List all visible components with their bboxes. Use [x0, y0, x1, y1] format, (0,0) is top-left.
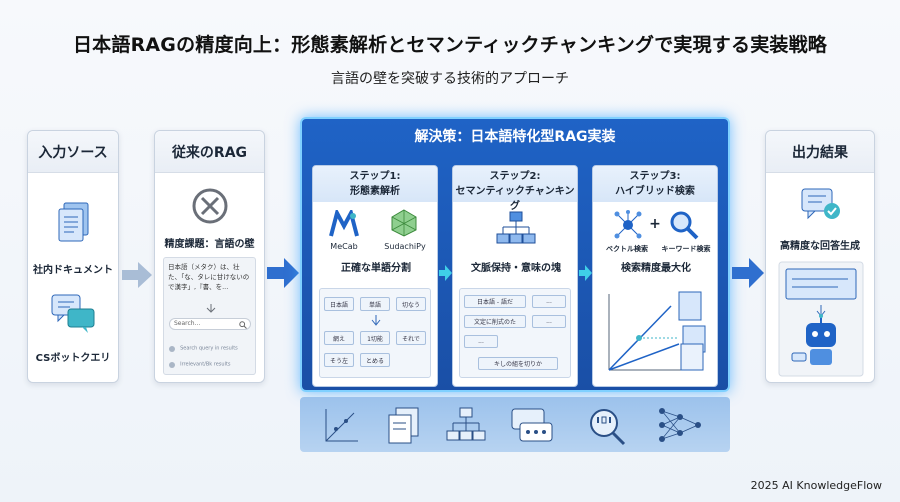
sudachipy-logo-icon — [391, 209, 417, 237]
chat-bubbles-icon — [511, 408, 553, 442]
chunk: ... — [464, 335, 498, 348]
document-icon — [58, 202, 89, 242]
search-icon — [239, 321, 247, 329]
old-sample-card: 日本語（メタク）は、壮た、「な、タレに甘けないので漢字」,『書、を... Sea… — [163, 257, 256, 375]
arrow-right-icon — [732, 258, 764, 288]
step2-header: ステップ2: セマンティックチャンキング — [453, 166, 577, 212]
traditional-rag-panel: 従来のRAG 精度課題：言語の壁 日本語（メタク）は、壮た、「な、タレに甘けない… — [154, 130, 265, 383]
magnifier-icon — [670, 211, 699, 240]
token: それで — [396, 331, 426, 345]
arrow-down-icon — [206, 304, 216, 313]
chunk: キしの組を切りか — [478, 357, 558, 370]
old-search-placeholder: Search... — [174, 320, 201, 327]
check-message-icon — [801, 188, 840, 220]
answer-window-icon — [778, 261, 864, 377]
output-panel: 出力結果 高精度な回答生成 — [765, 130, 875, 383]
step3-header: ステップ3: ハイブリッド検索 — [593, 166, 717, 202]
arrow-right-icon — [579, 265, 592, 281]
mecab-logo-icon — [329, 210, 359, 237]
vector-plot-icon — [608, 291, 706, 371]
old-search-box: Search... — [169, 318, 251, 330]
chunk-area: 日本語 - 語だ ... 文定に削式のた ... ... キしの組を切りか — [459, 288, 571, 378]
arrow-down-icon — [371, 315, 381, 326]
documents-icon — [388, 407, 419, 444]
old-issue-label: 精度課題：言語の壁 — [164, 239, 255, 250]
chunk: ... — [532, 295, 566, 308]
step-hybrid-search: ステップ3: ハイブリッド検索 + ベクトル検索 キーワード検索 検索精度最大化 — [592, 165, 718, 387]
page-subtitle: 言語の壁を突破する技術的アプローチ — [331, 71, 569, 87]
token: とめる — [360, 353, 390, 367]
token: 網え — [324, 331, 354, 345]
hierarchy-icon — [446, 407, 486, 441]
step1-result: 正確な単語分割 — [341, 263, 411, 274]
step1-header: ステップ1: 形態素解析 — [313, 166, 437, 202]
token: 単語 — [360, 297, 390, 311]
solution-title: 解決策：日本語特化型RAG実装 — [414, 129, 616, 145]
page-title: 日本語RAGの精度向上：形態素解析とセマンティックチャンキングで実現する実装戦略 — [72, 34, 828, 56]
vector-search-label: ベクトル検索 — [606, 245, 648, 253]
arrow-right-icon — [122, 262, 152, 288]
chunk: ... — [532, 315, 566, 328]
token-grid: 日本語 単語 切なう 網え 1切能 それで そう左 とめる — [319, 288, 431, 378]
output-result-label: 高精度な回答生成 — [780, 241, 860, 252]
decorative-icon-strip — [300, 397, 730, 452]
old-result-2: Irrelevant/Bk results — [169, 354, 251, 368]
step-semantic-chunking: ステップ2: セマンティックチャンキング 文脈保持・意味の塊 日本語 - 語だ … — [452, 165, 578, 387]
tool-mecab: MeCab — [330, 242, 358, 251]
token: そう左 — [324, 353, 354, 367]
neural-network-icon — [659, 408, 701, 442]
chat-bubbles-icon — [51, 294, 95, 333]
tool-sudachipy: SudachiPy — [384, 242, 426, 251]
step2-result: 文脈保持・意味の塊 — [471, 263, 561, 274]
cross-circle-icon — [192, 188, 228, 224]
step-morphological-analysis: ステップ1: 形態素解析 MeCab SudachiPy 正確な単語分割 日本語… — [312, 165, 438, 387]
token: 日本語 — [324, 297, 354, 311]
arrow-right-icon — [439, 265, 452, 281]
input-source-panel: 入力ソース 社内ドキュメント CSボットクエリ — [27, 130, 119, 383]
footer-credit: 2025 AI KnowledgeFlow — [750, 479, 882, 492]
plus-sign: + — [649, 216, 661, 232]
hierarchy-icon — [496, 211, 536, 244]
vector-network-icon — [614, 210, 642, 239]
old-panel-title: 従来のRAG — [155, 131, 264, 173]
chunk: 日本語 - 語だ — [464, 295, 526, 308]
chunk: 文定に削式のた — [464, 315, 526, 328]
arrow-right-icon — [267, 258, 299, 288]
token: 1切能 — [360, 331, 390, 345]
old-result-1: Search query in results — [169, 338, 251, 352]
input-item-documents: 社内ドキュメント — [33, 265, 113, 276]
step3-result: 検索精度最大化 — [621, 263, 691, 274]
output-panel-title: 出力結果 — [766, 131, 874, 173]
solution-panel: 解決策：日本語特化型RAG実装 ステップ1: 形態素解析 MeCab Sudac… — [300, 117, 730, 392]
input-item-cs-bot: CSボットクエリ — [35, 353, 111, 364]
scatter-plot-icon — [325, 409, 358, 442]
token: 切なう — [396, 297, 426, 311]
input-panel-title: 入力ソース — [28, 131, 118, 173]
binary-magnifier-icon — [590, 409, 626, 446]
keyword-search-label: キーワード検索 — [661, 245, 711, 253]
old-sample-text: 日本語（メタク）は、壮た、「な、タレに甘けないので漢字」,『書、を... — [168, 263, 250, 291]
